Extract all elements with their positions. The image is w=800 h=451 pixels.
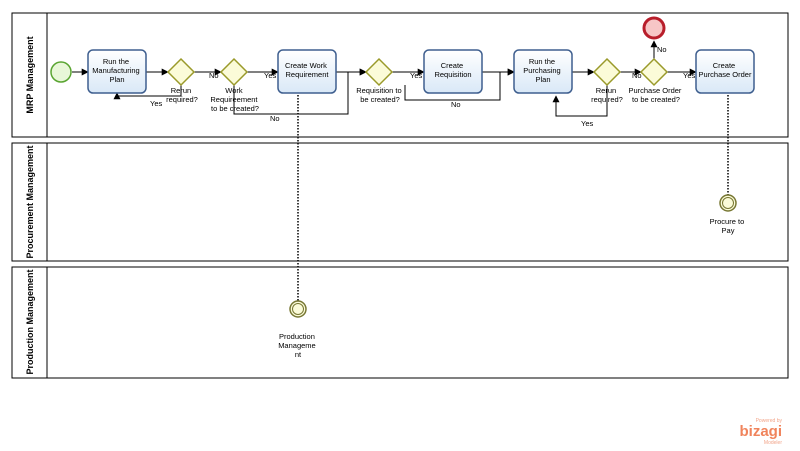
event-label-production-management: Production Manageme nt — [278, 332, 318, 359]
associations — [297, 92, 729, 301]
gateway-work-requirement[interactable] — [219, 57, 249, 87]
flow-label-no: No — [209, 71, 219, 80]
gateway-purchase-order[interactable] — [639, 57, 669, 87]
gateway-label-purchase-order: Purchase Order to be created? — [628, 86, 683, 104]
flow-label-yes: Yes — [150, 99, 162, 108]
task-label-line: Create — [713, 61, 736, 70]
task-run-purchasing-plan[interactable]: Run the Purchasing Plan — [513, 49, 573, 94]
flow-label-no: No — [632, 71, 642, 80]
task-label-line: Requisition — [434, 70, 471, 79]
gateway-rerun-manufacturing[interactable] — [166, 57, 196, 87]
task-label-line: Plan — [535, 75, 550, 84]
task-label-line: Manufacturing — [92, 66, 140, 75]
sequence-flows — [72, 40, 697, 117]
svg-text:Create Purchase Order: Create Purchase Order — [699, 61, 752, 79]
flow-label-yes: Yes — [410, 71, 422, 80]
intermediate-event-procure-to-pay[interactable] — [719, 194, 737, 212]
lane-label-mrp: MRP Management — [25, 36, 35, 113]
end-event[interactable] — [642, 16, 666, 40]
task-label-line: Purchase Order — [699, 70, 752, 79]
svg-text:Run the Manufacturing: Run the Manufacturing Plan — [92, 57, 142, 84]
task-create-purchase-order[interactable]: Create Purchase Order — [695, 49, 755, 94]
brand-name: bizagi — [739, 423, 782, 440]
task-create-requisition[interactable]: Create Requisition — [423, 49, 483, 94]
start-event[interactable] — [50, 61, 72, 83]
task-label-line: Plan — [109, 75, 124, 84]
flow-label-yes: Yes — [581, 119, 593, 128]
task-label-line: Run the — [103, 57, 129, 66]
product-name: Modeler — [764, 440, 782, 446]
gateway-label-rerun-manufacturing: Rerun required? — [166, 86, 198, 104]
task-run-manufacturing-plan[interactable]: Run the Manufacturing Plan — [87, 49, 147, 94]
task-create-work-requirement[interactable]: Create Work Requirement — [277, 49, 337, 94]
event-label-procure-to-pay: Procure to Pay — [710, 217, 747, 235]
flow-label-yes: Yes — [264, 71, 276, 80]
gateway-label-requisition: Requisition to be created? — [356, 86, 404, 104]
task-label-line: Create Work — [285, 61, 327, 70]
intermediate-event-production-management[interactable] — [289, 300, 307, 318]
gateway-requisition[interactable] — [364, 57, 394, 87]
lane-procurement: Procurement Management — [11, 142, 789, 262]
flow-label-no: No — [451, 100, 461, 109]
flow-label-no: No — [270, 114, 280, 123]
powered-by-text: Powered by — [756, 418, 783, 424]
flow-labels: Yes No Yes No Yes No Yes No No Yes — [150, 45, 695, 128]
task-label-line: Run the — [529, 57, 555, 66]
gateway-label-rerun-purchasing: Rerun required? — [591, 86, 623, 104]
bizagi-logo: Powered by bizagi Modeler — [739, 418, 782, 446]
task-label-line: Purchasing — [523, 66, 561, 75]
flow-label-yes: Yes — [683, 71, 695, 80]
svg-text:Create Work Requirement: Create Work Requirement — [285, 61, 329, 79]
svg-text:Create Requisition: Create Requisition — [434, 61, 471, 79]
flow-label-no: No — [657, 45, 667, 54]
svg-text:Run the Purchasing: Run the Purchasing Plan — [523, 57, 563, 84]
task-label-line: Create — [441, 61, 464, 70]
task-label-line: Requirement — [286, 70, 330, 79]
lane-production: Production Management — [11, 266, 789, 379]
lane-label-procurement: Procurement Management — [25, 145, 35, 258]
gateway-rerun-purchasing[interactable] — [592, 57, 622, 87]
lane-label-production: Production Management — [25, 269, 35, 374]
gateway-label-work-requirement: Work Requireement to be created? — [210, 86, 259, 113]
